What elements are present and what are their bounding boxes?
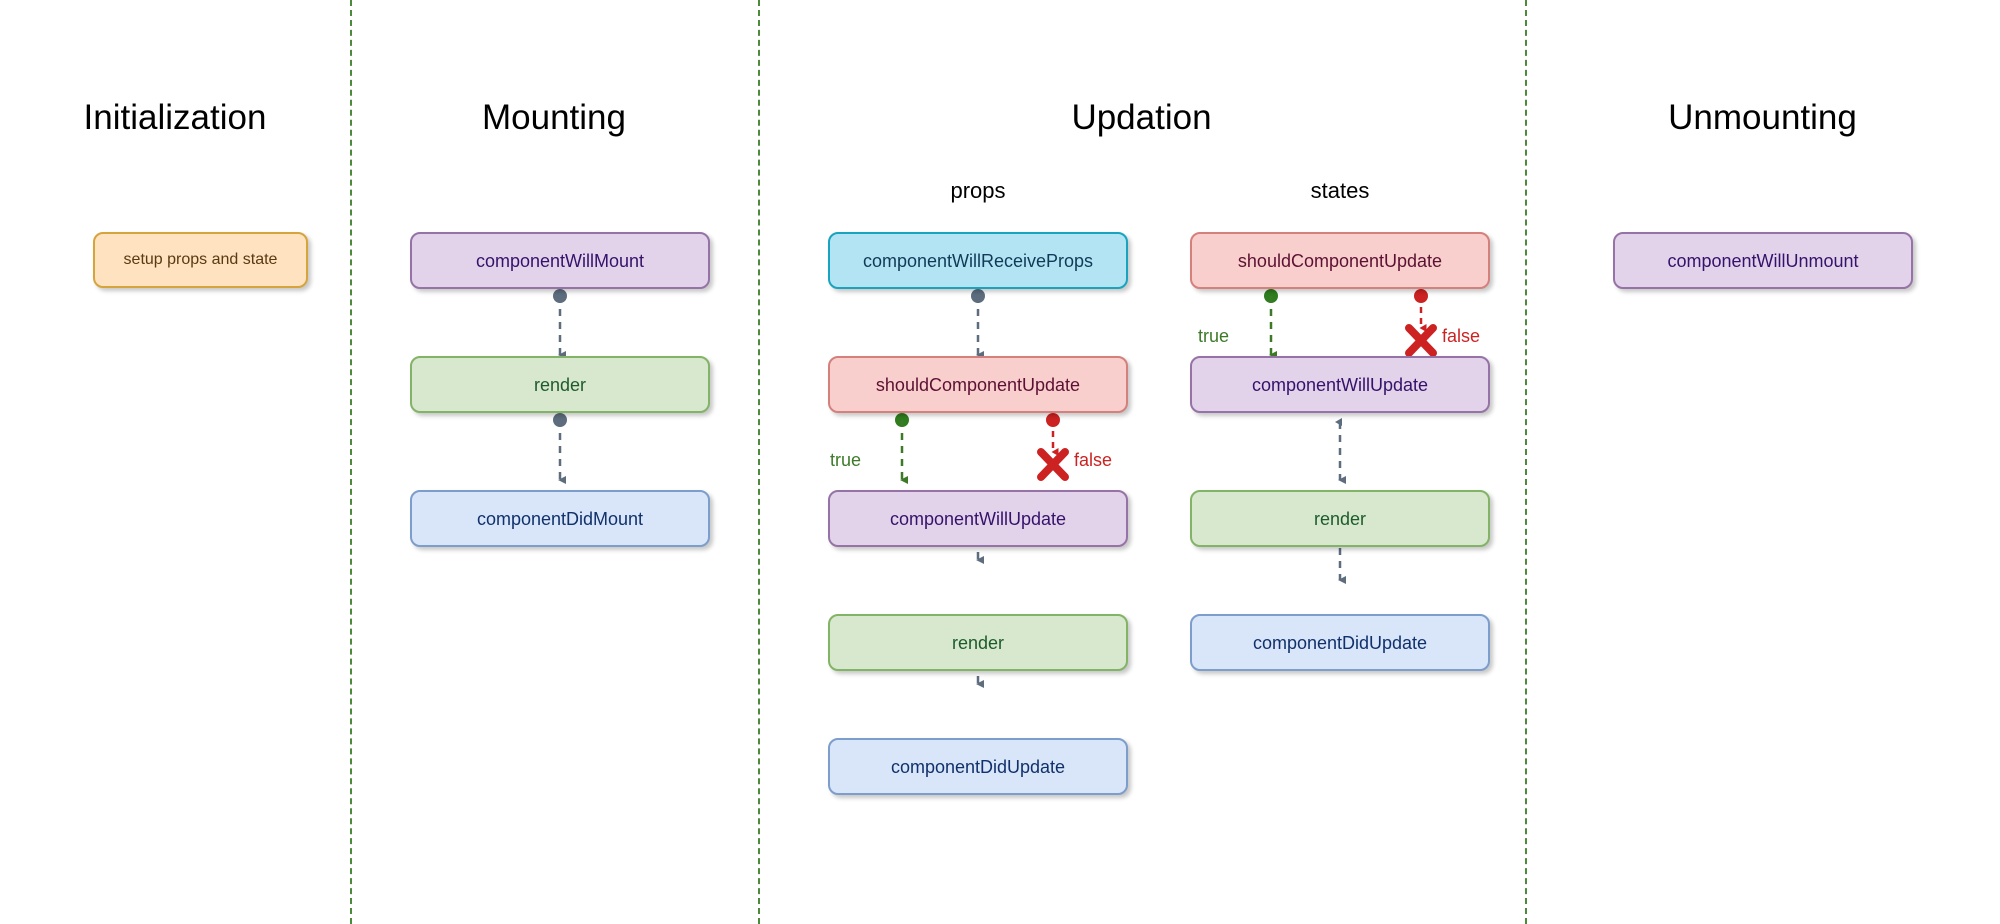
node-setup-props-and-state[interactable]: setup props and state — [93, 232, 308, 288]
branch-true-states — [1264, 289, 1278, 359]
node-render-mounting[interactable]: render — [410, 356, 710, 413]
node-component-did-update-props[interactable]: componentDidUpdate — [828, 738, 1128, 795]
node-component-will-update-states[interactable]: componentWillUpdate — [1190, 356, 1490, 413]
branch-label-true-states: true — [1198, 326, 1230, 346]
subsection-title-props: props — [950, 178, 1006, 203]
section-title-initialization: Initialization — [83, 98, 267, 137]
node-component-will-mount[interactable]: componentWillMount — [410, 232, 710, 289]
branch-false-props — [1037, 413, 1069, 481]
node-render-props[interactable]: render — [828, 614, 1128, 671]
node-component-did-update-states[interactable]: componentDidUpdate — [1190, 614, 1490, 671]
node-component-will-update-props[interactable]: componentWillUpdate — [828, 490, 1128, 547]
branch-label-false-states: false — [1442, 326, 1481, 346]
column-divider-1 — [350, 0, 352, 924]
section-title-unmounting: Unmounting — [1668, 98, 1857, 137]
link-cwrp-to-scu-props — [971, 289, 985, 359]
node-component-will-unmount[interactable]: componentWillUnmount — [1613, 232, 1913, 289]
node-should-component-update-states[interactable]: shouldComponentUpdate — [1190, 232, 1490, 289]
branch-false-states — [1405, 289, 1437, 357]
section-title-updation: Updation — [1071, 98, 1212, 137]
column-divider-3 — [1525, 0, 1527, 924]
branch-label-false-props: false — [1074, 450, 1113, 470]
link-render-to-component-did-mount — [553, 413, 567, 484]
column-divider-2 — [758, 0, 760, 924]
node-render-states[interactable]: render — [1190, 490, 1490, 547]
subsection-title-states: states — [1310, 178, 1370, 203]
false-x-icon — [1405, 324, 1437, 357]
node-component-will-receive-props[interactable]: componentWillReceiveProps — [828, 232, 1128, 289]
node-should-component-update-props[interactable]: shouldComponentUpdate — [828, 356, 1128, 413]
branch-label-true-props: true — [830, 450, 862, 470]
link-component-will-mount-to-render — [553, 289, 567, 359]
node-component-did-mount[interactable]: componentDidMount — [410, 490, 710, 547]
section-title-mounting: Mounting — [482, 98, 626, 137]
false-x-icon — [1037, 448, 1069, 481]
branch-true-props — [895, 413, 909, 484]
